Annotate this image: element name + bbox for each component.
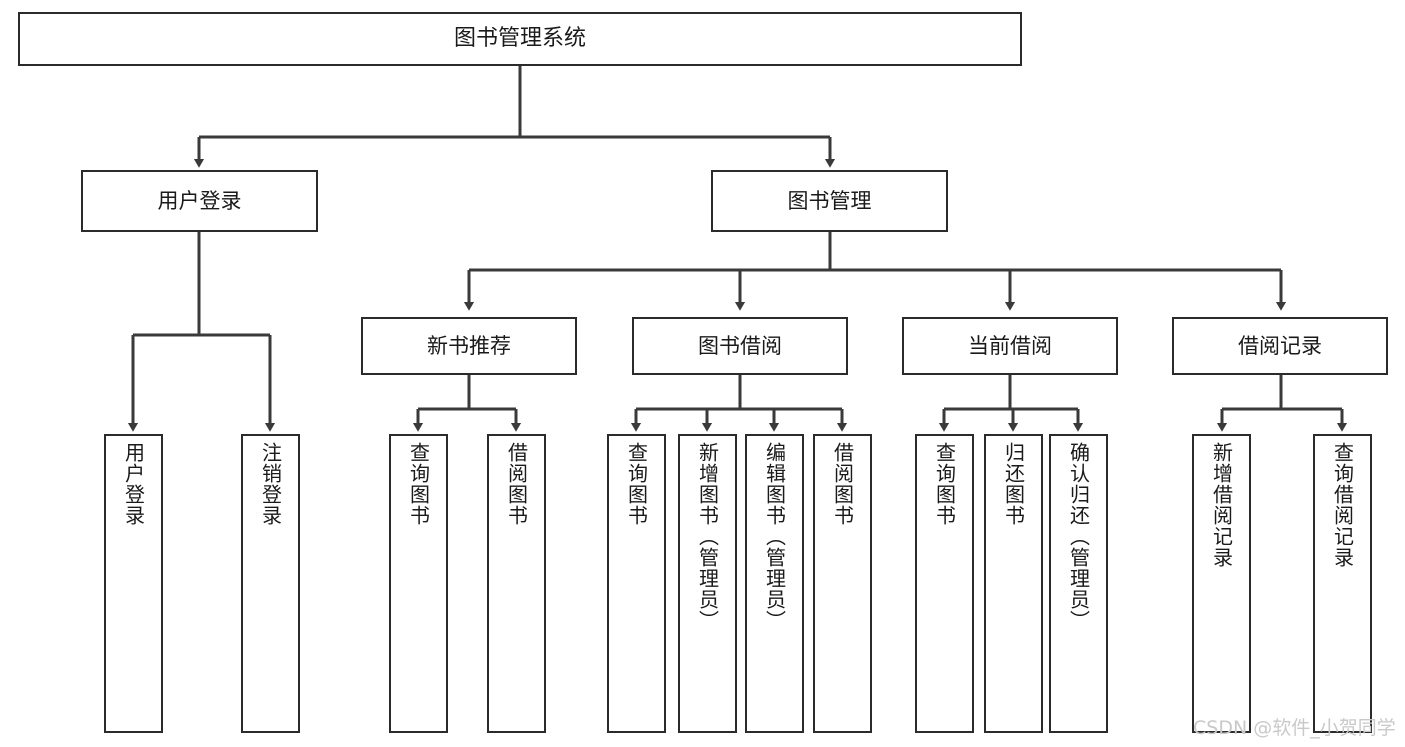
leaf-query-record[interactable]: 查询借阅记录 xyxy=(1313,434,1372,733)
leaf-return-book-label: 归还图书 xyxy=(1001,442,1026,526)
leaf-query-book-2-label: 查询图书 xyxy=(624,442,649,526)
leaf-add-book[interactable]: 新增图书（管理员） xyxy=(678,434,737,733)
node-current-borrow[interactable]: 当前借阅 xyxy=(902,317,1118,375)
leaf-logout-login-label: 注销登录 xyxy=(258,442,283,526)
node-root[interactable]: 图书管理系统 xyxy=(18,12,1022,66)
node-root-label: 图书管理系统 xyxy=(453,26,586,52)
leaf-return-book[interactable]: 归还图书 xyxy=(984,434,1043,733)
node-user-login-label: 用户登录 xyxy=(157,188,242,213)
leaf-confirm-return[interactable]: 确认归还（管理员） xyxy=(1049,434,1108,733)
leaf-borrow-book-2[interactable]: 借阅图书 xyxy=(813,434,872,733)
node-book-borrow-label: 图书借阅 xyxy=(698,333,782,358)
csdn-watermark: CSDN @软件_小贺同学 xyxy=(1193,717,1396,739)
leaf-query-book-2[interactable]: 查询图书 xyxy=(607,434,666,733)
leaf-query-record-label: 查询借阅记录 xyxy=(1330,442,1355,568)
leaf-borrow-book-1-label: 借阅图书 xyxy=(504,442,529,526)
leaf-user-login[interactable]: 用户登录 xyxy=(104,434,163,733)
leaf-borrow-book-2-label: 借阅图书 xyxy=(830,442,855,526)
leaf-query-book-1[interactable]: 查询图书 xyxy=(389,434,448,733)
leaf-confirm-return-label: 确认归还（管理员） xyxy=(1066,442,1091,631)
leaf-query-book-1-label: 查询图书 xyxy=(406,442,431,526)
node-borrow-record[interactable]: 借阅记录 xyxy=(1172,317,1388,375)
node-book-manage-label: 图书管理 xyxy=(787,188,872,213)
leaf-logout-login[interactable]: 注销登录 xyxy=(241,434,300,733)
leaf-add-book-label: 新增图书（管理员） xyxy=(695,442,720,631)
leaf-query-book-3-label: 查询图书 xyxy=(932,442,957,526)
leaf-edit-book[interactable]: 编辑图书（管理员） xyxy=(745,434,804,733)
leaf-borrow-book-1[interactable]: 借阅图书 xyxy=(487,434,546,733)
leaf-user-login-label: 用户登录 xyxy=(121,442,146,526)
node-borrow-record-label: 借阅记录 xyxy=(1238,333,1322,358)
node-book-manage[interactable]: 图书管理 xyxy=(711,170,948,232)
node-new-book-rec-label: 新书推荐 xyxy=(427,333,511,358)
leaf-add-record[interactable]: 新增借阅记录 xyxy=(1192,434,1251,733)
leaf-edit-book-label: 编辑图书（管理员） xyxy=(762,442,787,631)
leaf-query-book-3[interactable]: 查询图书 xyxy=(915,434,974,733)
node-user-login[interactable]: 用户登录 xyxy=(81,170,318,232)
node-new-book-rec[interactable]: 新书推荐 xyxy=(361,317,577,375)
leaf-add-record-label: 新增借阅记录 xyxy=(1209,442,1234,568)
node-book-borrow[interactable]: 图书借阅 xyxy=(632,317,848,375)
node-current-borrow-label: 当前借阅 xyxy=(968,333,1052,358)
